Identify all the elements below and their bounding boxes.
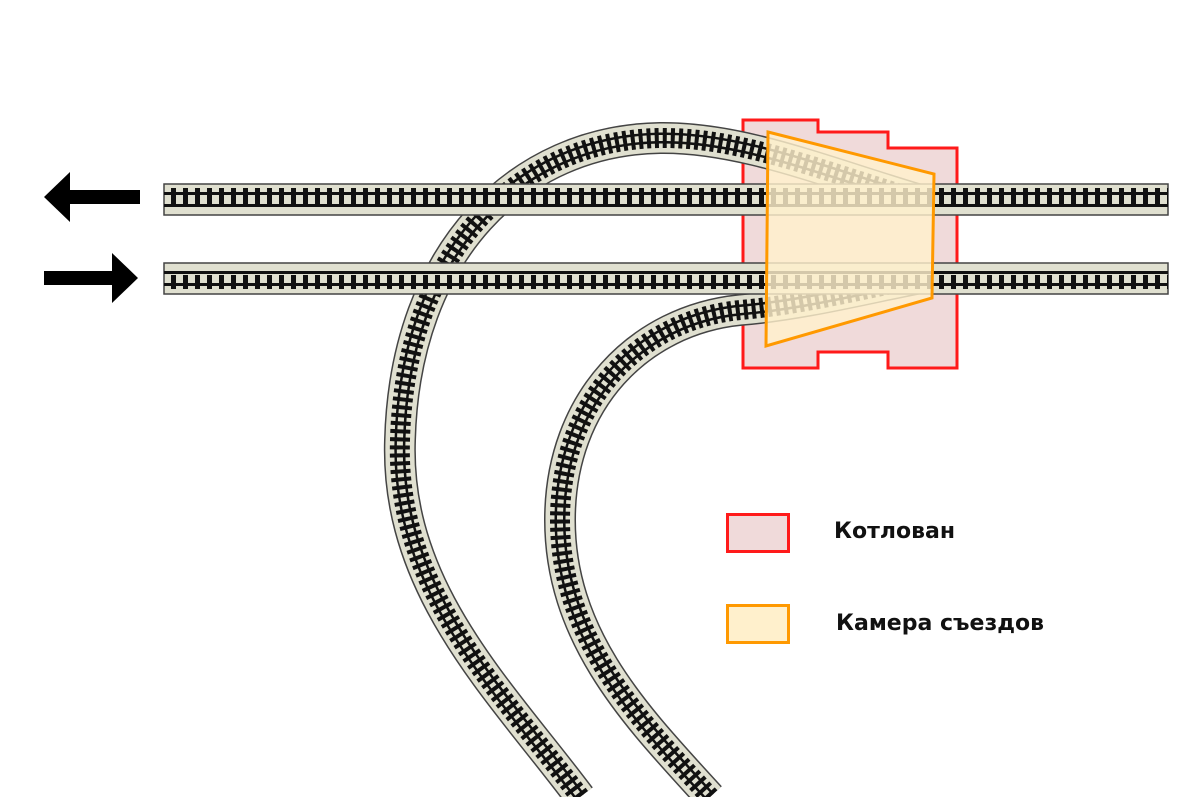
legend-label-chamber: Камера съездов bbox=[836, 611, 1045, 636]
straight-track-lower bbox=[163, 262, 1169, 295]
arrow-left-icon bbox=[44, 172, 140, 222]
curved-track-outer bbox=[383, 121, 925, 797]
legend-swatch-chamber bbox=[726, 604, 790, 644]
legend-swatch-pit bbox=[726, 513, 790, 553]
crossover-chamber bbox=[764, 130, 936, 349]
straight-track-upper bbox=[163, 183, 1169, 216]
arrow-right-icon bbox=[44, 253, 138, 303]
legend-label-pit: Котлован bbox=[834, 519, 956, 544]
